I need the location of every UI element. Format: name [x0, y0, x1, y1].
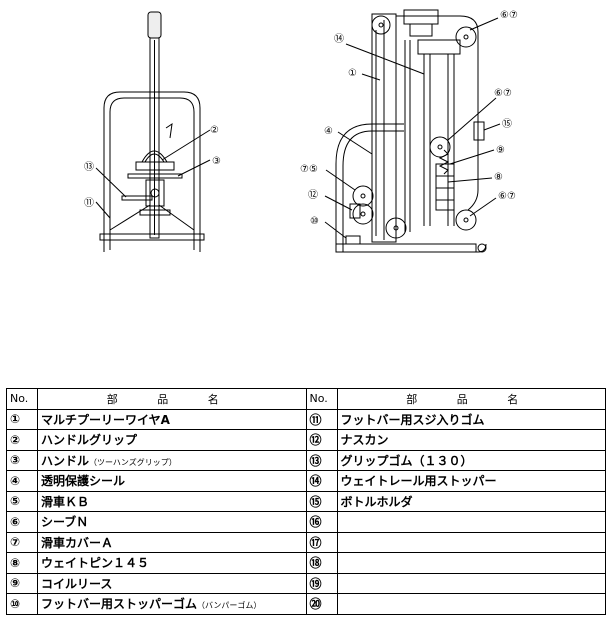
part-name: ウェイトピン１４５ [41, 556, 150, 571]
part-name-cell: ハンドル（ツーハンズグリップ） [37, 449, 307, 471]
part-number: ⑫ [305, 429, 338, 451]
part-name-cell [336, 593, 606, 615]
callout-2: ② [210, 125, 219, 136]
part-note: （バンパーゴム） [197, 601, 262, 611]
part-name-cell: 滑車カバーＡ [37, 531, 307, 553]
part-name: グリップゴム（１３０） [340, 453, 473, 468]
part-name-cell: フットバー用ストッパーゴム（バンパーゴム） [37, 593, 307, 615]
part-name: 滑車カバーＡ [41, 535, 114, 550]
part-number: ⑮ [305, 490, 338, 512]
callout-6-7-mid: ⑥⑦ [494, 88, 512, 99]
callout-8: ⑧ [494, 172, 503, 183]
part-number: ⑤ [6, 490, 38, 512]
part-number: ⑪ [305, 408, 338, 430]
part-name-cell: マルチプーリーワイヤA [37, 408, 307, 430]
part-name-cell: ウェイトレール用ストッパー [336, 470, 606, 492]
part-name: シーブＮ [41, 515, 89, 530]
part-number: ② [6, 429, 38, 451]
part-number: ④ [6, 470, 38, 492]
part-name-cell: 滑車ＫＢ [37, 490, 307, 512]
part-name: コイルリース [41, 576, 113, 591]
callout-6-7-top: ⑥⑦ [500, 10, 518, 21]
part-name: ナスカン [340, 433, 389, 448]
callout-1: ① [348, 68, 357, 79]
part-name-cell: ナスカン [336, 429, 606, 451]
header-name: 部 品 名 [37, 388, 307, 410]
part-name: ウェイトレール用ストッパー [340, 474, 497, 489]
part-number: ⑩ [6, 593, 38, 615]
part-name: 滑車ＫＢ [41, 494, 90, 509]
part-name-cell [336, 511, 606, 533]
part-number: ③ [6, 449, 38, 471]
part-name-cell [336, 552, 606, 574]
header-name: 部 品 名 [336, 388, 606, 410]
part-number: ⑳ [305, 593, 338, 615]
callout-11: ⑪ [84, 197, 94, 209]
part-number: ⑭ [305, 470, 338, 492]
part-name: ハンドルグリップ [41, 433, 138, 448]
part-number: ⑨ [6, 572, 38, 594]
part-number: ⑦ [6, 531, 38, 553]
header-no: No. [305, 388, 338, 410]
callout-9: ⑨ [496, 145, 505, 156]
part-note: （ツーハンズグリップ） [89, 457, 177, 467]
callout-4: ④ [324, 126, 333, 137]
part-number: ⑥ [6, 511, 38, 533]
part-name-cell: ウェイトピン１４５ [37, 552, 307, 574]
part-name: マルチプーリーワイヤA [41, 412, 170, 427]
callout-10: ⑩ [310, 216, 319, 227]
part-name: ハンドル [41, 453, 90, 468]
part-name-cell: ハンドルグリップ [37, 429, 307, 451]
table-header-row: No. 部 品 名 No. 部 品 名 [6, 388, 606, 410]
callout-7-5: ⑦⑤ [300, 164, 318, 175]
part-number: ⑰ [305, 531, 338, 553]
part-name-cell: シーブＮ [37, 511, 307, 533]
part-number: ⑬ [305, 449, 338, 471]
part-number: ⑯ [305, 511, 338, 533]
callout-6-7-low: ⑥⑦ [498, 191, 516, 202]
machine-diagram: ② ③ ⑬ ⑪ ⑭ ① ④ ⑦⑤ ⑫ ⑩ ⑥⑦ ⑥⑦ ⑮ ⑨ ⑧ ⑥⑦ [84, 9, 518, 253]
header-no: No. [6, 388, 38, 410]
part-name-cell: 透明保護シール [37, 470, 307, 492]
front-view [95, 11, 211, 252]
part-name: フットバー用ストッパーゴム [41, 597, 198, 612]
callout-14: ⑭ [334, 33, 344, 45]
callout-3: ③ [212, 156, 221, 167]
part-number: ⑧ [6, 552, 38, 574]
callout-15: ⑮ [502, 118, 512, 130]
part-number: ① [6, 408, 38, 430]
callout-12: ⑫ [308, 189, 318, 201]
part-name: フットバー用スジ入りゴム [340, 412, 485, 427]
part-name-cell [336, 531, 606, 553]
part-name-cell: ボトルホルダ [336, 490, 606, 512]
part-name: ボトルホルダ [340, 494, 413, 509]
part-name-cell: フットバー用スジ入りゴム [336, 408, 606, 430]
part-number: ⑲ [305, 572, 338, 594]
part-name-cell: グリップゴム（１３０） [336, 449, 606, 471]
callout-13: ⑬ [84, 161, 94, 173]
part-name-cell [336, 572, 606, 594]
part-name-cell: コイルリース [37, 572, 307, 594]
part-name: 透明保護シール [41, 474, 126, 489]
part-number: ⑱ [305, 552, 338, 574]
side-view [324, 9, 501, 253]
